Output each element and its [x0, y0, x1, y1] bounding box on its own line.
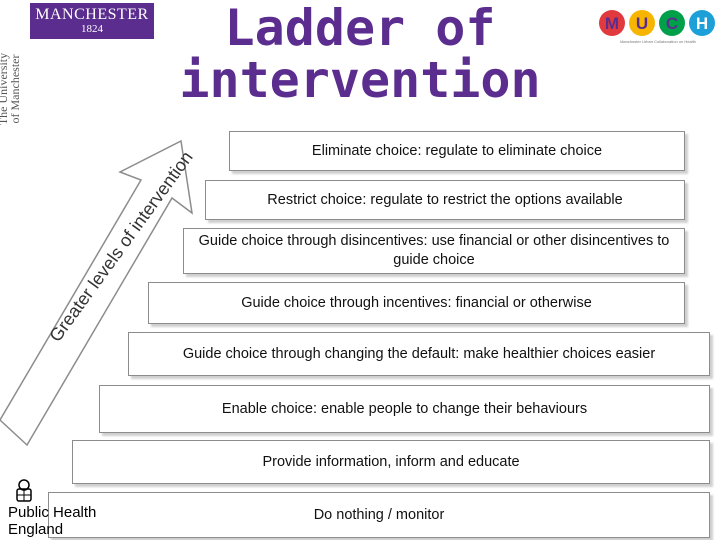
- manchester-logo-year: 1824: [81, 23, 103, 35]
- much-letter-h: H: [696, 14, 708, 33]
- step-provide-information: Provide information, inform and educate: [72, 440, 710, 484]
- manchester-logo-name: MANCHESTER: [35, 6, 149, 23]
- much-logo-icon: M U C H: [599, 10, 715, 36]
- much-letter-c: C: [666, 14, 678, 33]
- step-eliminate-choice: Eliminate choice: regulate to eliminate …: [229, 131, 685, 171]
- phe-line2: England: [8, 521, 64, 538]
- much-logo: M U C H Manchester Urban Collaboration o…: [598, 5, 718, 47]
- much-tagline: Manchester Urban Collaboration on Health: [620, 39, 696, 44]
- step-do-nothing: Do nothing / monitor: [48, 492, 710, 538]
- much-letter-m: M: [605, 14, 619, 33]
- much-letter-u: U: [636, 14, 648, 33]
- step-enable-choice: Enable choice: enable people to change t…: [99, 385, 710, 433]
- step-changing-default: Guide choice through changing the defaul…: [128, 332, 710, 376]
- step-restrict-choice: Restrict choice: regulate to restrict th…: [205, 180, 685, 220]
- slide-title: Ladder of intervention: [179, 0, 541, 109]
- step-incentives: Guide choice through incentives: financi…: [148, 282, 685, 324]
- phe-line1: Public Health: [8, 504, 97, 521]
- university-of-manchester-logo: MANCHESTER 1824: [30, 3, 154, 39]
- step-disincentives: Guide choice through disincentives: use …: [183, 228, 685, 274]
- royal-crest-icon: [16, 479, 32, 502]
- public-health-england-logo: Public Health England: [6, 478, 116, 540]
